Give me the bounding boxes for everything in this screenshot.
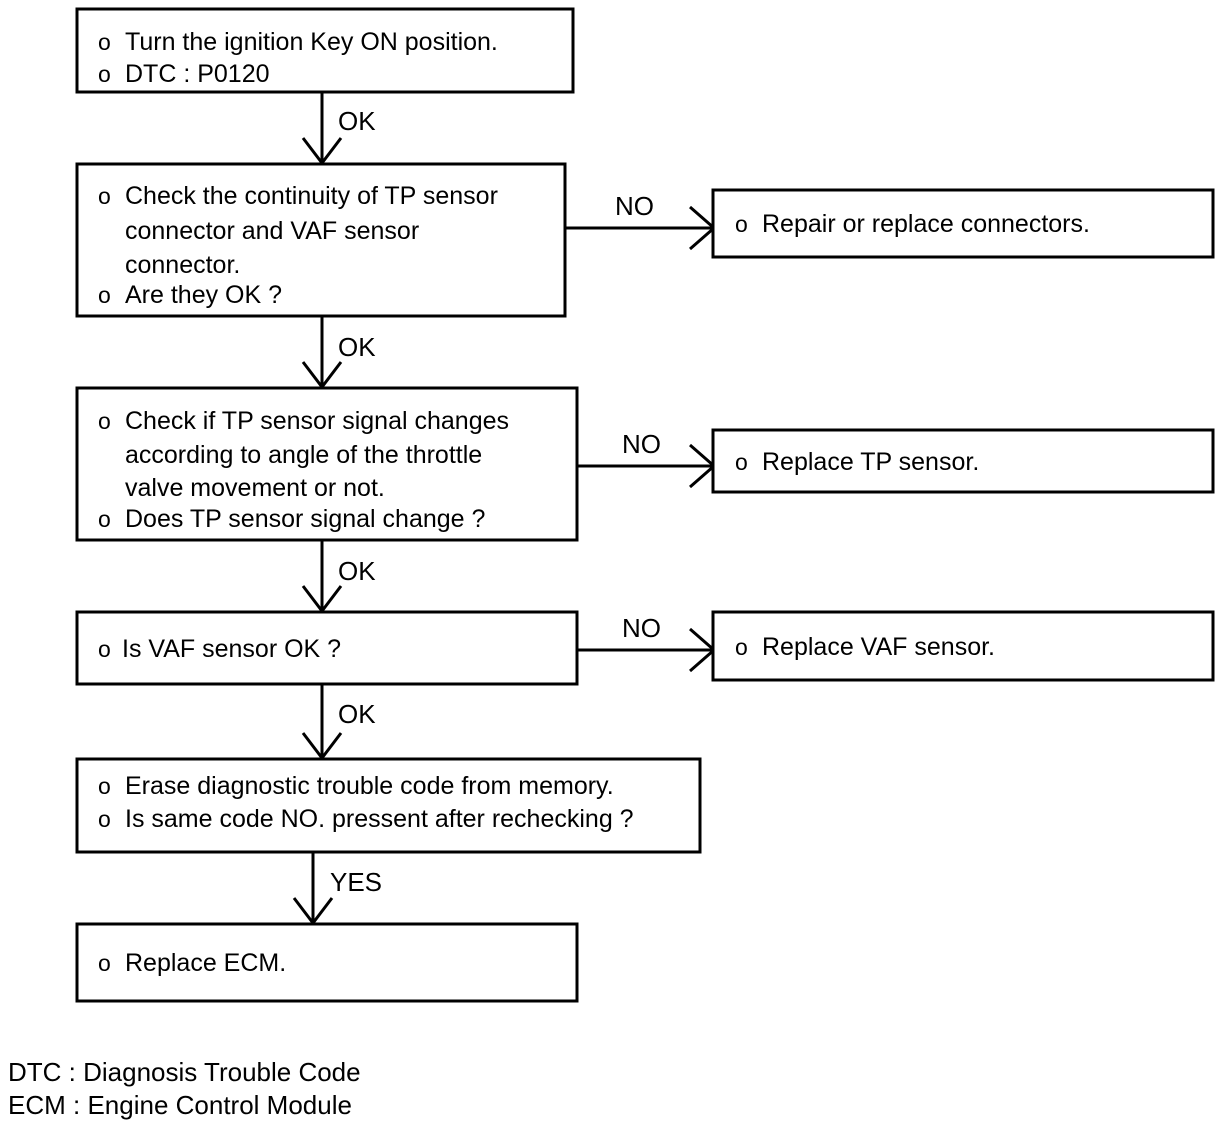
edge-tp-signal-to-replace-tp: NO bbox=[577, 429, 717, 489]
legend-item-dtc: DTC : Diagnosis Trouble Code bbox=[8, 1057, 361, 1087]
edge-label-ok: OK bbox=[338, 556, 376, 586]
node-check-tp-signal-line-2: valve movement or not. bbox=[125, 474, 385, 502]
node-repair-connectors[interactable]: o Repair or replace connectors. bbox=[711, 188, 1215, 259]
bullet-icon: o bbox=[98, 408, 111, 434]
node-repair-connectors-line-0: Repair or replace connectors. bbox=[762, 210, 1090, 238]
bullet-icon: o bbox=[98, 636, 111, 662]
bullet-icon: o bbox=[98, 29, 111, 55]
edge-start-to-continuity: OK bbox=[301, 92, 376, 166]
node-check-vaf-sensor-line-0: Is VAF sensor OK ? bbox=[122, 635, 341, 663]
node-check-vaf-sensor-box[interactable] bbox=[75, 610, 579, 686]
node-erase-dtc[interactable]: o Erase diagnostic trouble code from mem… bbox=[75, 757, 702, 854]
node-check-tp-signal[interactable]: o Check if TP sensor signal changes acco… bbox=[75, 386, 579, 542]
node-replace-tp-sensor-line-0: Replace TP sensor. bbox=[762, 448, 979, 476]
edge-label-ok: OK bbox=[338, 332, 376, 362]
node-check-tp-signal-line-1: according to angle of the throttle bbox=[125, 441, 482, 469]
node-replace-ecm[interactable]: o Replace ECM. bbox=[75, 922, 579, 1003]
edge-label-yes: YES bbox=[330, 867, 382, 897]
node-check-continuity[interactable]: o Check the continuity of TP sensor conn… bbox=[75, 162, 567, 318]
node-check-continuity-line-2: connector. bbox=[125, 251, 240, 279]
bullet-icon: o bbox=[735, 634, 748, 660]
node-start[interactable]: o Turn the ignition Key ON position. o D… bbox=[75, 7, 575, 94]
node-check-continuity-box[interactable] bbox=[75, 162, 567, 318]
node-replace-vaf-sensor[interactable]: o Replace VAF sensor. bbox=[711, 610, 1215, 682]
node-check-tp-signal-line-3: Does TP sensor signal change ? bbox=[125, 505, 485, 533]
node-replace-tp-sensor-box[interactable] bbox=[711, 428, 1215, 494]
edge-vaf-to-replace-vaf: NO bbox=[577, 613, 717, 673]
bullet-icon: o bbox=[98, 950, 111, 976]
bullet-icon: o bbox=[98, 806, 111, 832]
bullet-icon: o bbox=[98, 183, 111, 209]
node-repair-connectors-box[interactable] bbox=[711, 188, 1215, 259]
edge-label-no: NO bbox=[622, 613, 661, 643]
node-check-continuity-line-1: connector and VAF sensor bbox=[125, 217, 419, 245]
edge-label-no: NO bbox=[622, 429, 661, 459]
edge-label-ok: OK bbox=[338, 106, 376, 136]
node-check-tp-signal-box[interactable] bbox=[75, 386, 579, 542]
edge-label-ok: OK bbox=[338, 699, 376, 729]
node-check-vaf-sensor[interactable]: o Is VAF sensor OK ? bbox=[75, 610, 579, 686]
node-replace-vaf-sensor-box[interactable] bbox=[711, 610, 1215, 682]
node-erase-dtc-line-0: Erase diagnostic trouble code from memor… bbox=[125, 772, 614, 800]
node-check-continuity-line-3: Are they OK ? bbox=[125, 281, 282, 309]
edge-tp-signal-to-vaf: OK bbox=[301, 540, 376, 614]
bullet-icon: o bbox=[735, 211, 748, 237]
legend-item-ecm: ECM : Engine Control Module bbox=[8, 1090, 352, 1120]
node-erase-dtc-box[interactable] bbox=[75, 757, 702, 854]
bullet-icon: o bbox=[735, 449, 748, 475]
bullet-icon: o bbox=[98, 773, 111, 799]
edge-continuity-to-tp-signal: OK bbox=[301, 316, 376, 390]
bullet-icon: o bbox=[98, 506, 111, 532]
node-check-tp-signal-line-0: Check if TP sensor signal changes bbox=[125, 407, 509, 435]
edge-vaf-to-erase: OK bbox=[301, 684, 376, 761]
node-start-box[interactable] bbox=[75, 7, 575, 94]
node-check-continuity-line-0: Check the continuity of TP sensor bbox=[125, 182, 498, 210]
node-start-line-1: DTC : P0120 bbox=[125, 60, 270, 88]
bullet-icon: o bbox=[98, 61, 111, 87]
node-erase-dtc-line-1: Is same code NO. pressent after rechecki… bbox=[125, 805, 634, 833]
node-replace-ecm-box[interactable] bbox=[75, 922, 579, 1003]
node-replace-ecm-line-0: Replace ECM. bbox=[125, 949, 286, 977]
edge-erase-to-ecm: YES bbox=[292, 852, 382, 926]
node-replace-tp-sensor[interactable]: o Replace TP sensor. bbox=[711, 428, 1215, 494]
edge-continuity-to-repair: NO bbox=[565, 191, 717, 251]
legend: DTC : Diagnosis Trouble Code ECM : Engin… bbox=[8, 1057, 361, 1120]
node-start-line-0: Turn the ignition Key ON position. bbox=[125, 28, 498, 56]
node-replace-vaf-sensor-line-0: Replace VAF sensor. bbox=[762, 633, 995, 661]
edge-label-no: NO bbox=[615, 191, 654, 221]
bullet-icon: o bbox=[98, 282, 111, 308]
